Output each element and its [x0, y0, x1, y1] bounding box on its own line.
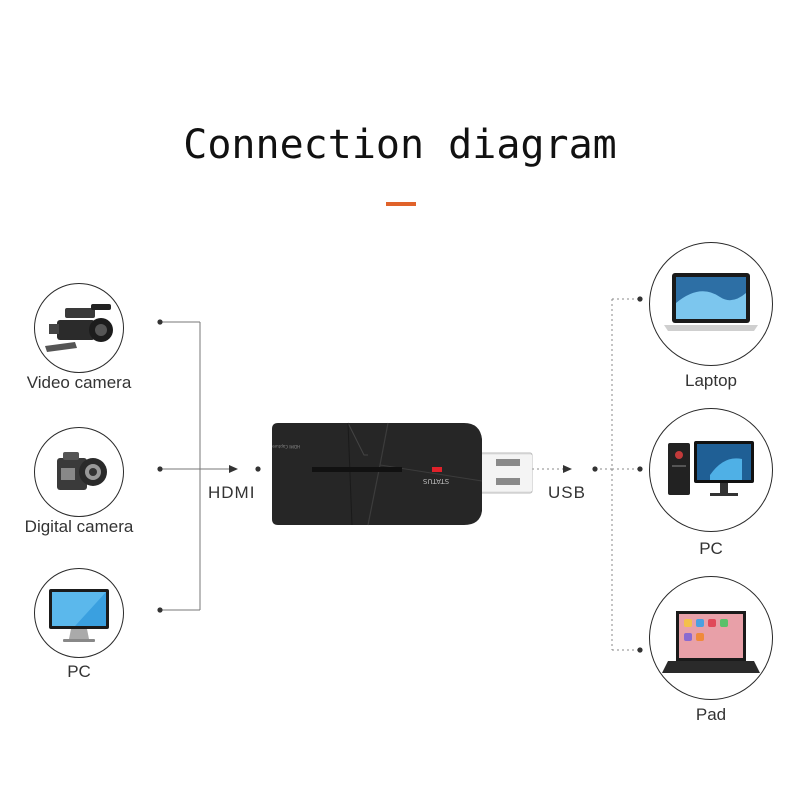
input-label-digital-camera: Digital camera: [24, 517, 134, 536]
pc-monitor-circle: [34, 568, 124, 658]
hdmi-capture-device: STATUS HDMI Capture: [272, 422, 533, 526]
pc-desktop-circle: [649, 408, 773, 532]
video-camera-icon: [45, 304, 113, 352]
pc-desktop-icon: [668, 441, 754, 496]
digital-camera-circle: [34, 427, 124, 517]
output-label-pad: Pad: [695, 705, 727, 724]
usb-arrow-icon: [563, 465, 572, 473]
digital-camera-icon: [57, 452, 107, 490]
input-label-pc: PC: [67, 662, 91, 681]
input-label-video-camera: Video camera: [26, 373, 132, 392]
usb-label: USB: [548, 483, 586, 502]
page-title: Connection diagram: [183, 122, 617, 168]
status-led: [432, 467, 442, 472]
output-label-laptop: Laptop: [685, 371, 737, 390]
laptop-circle: [649, 242, 773, 366]
hdmi-label: HDMI: [208, 483, 256, 502]
status-text: STATUS: [422, 477, 449, 485]
tablet-circle: [649, 576, 773, 700]
tablet-icon: [662, 611, 760, 673]
hdmi-arrow-icon: [229, 465, 238, 473]
title-accent-bar: [386, 202, 416, 206]
laptop-icon: [664, 273, 758, 331]
video-camera-circle: [34, 283, 124, 373]
pc-monitor-icon: [49, 589, 109, 642]
device-model-text: HDMI Capture: [272, 444, 300, 449]
output-label-pc: PC: [699, 539, 723, 558]
